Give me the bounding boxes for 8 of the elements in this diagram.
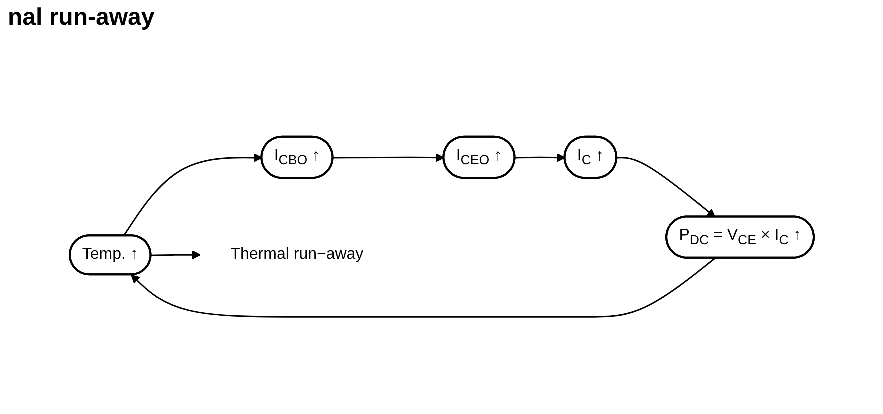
arrow (130, 258, 716, 318)
arrow (332, 153, 444, 162)
arrow (616, 157, 716, 218)
diagram-title: nal run-away (8, 4, 155, 32)
arrow (150, 250, 201, 260)
arrow (122, 154, 262, 236)
node-text: Thermal run−away (230, 246, 364, 264)
arrow (514, 153, 566, 162)
